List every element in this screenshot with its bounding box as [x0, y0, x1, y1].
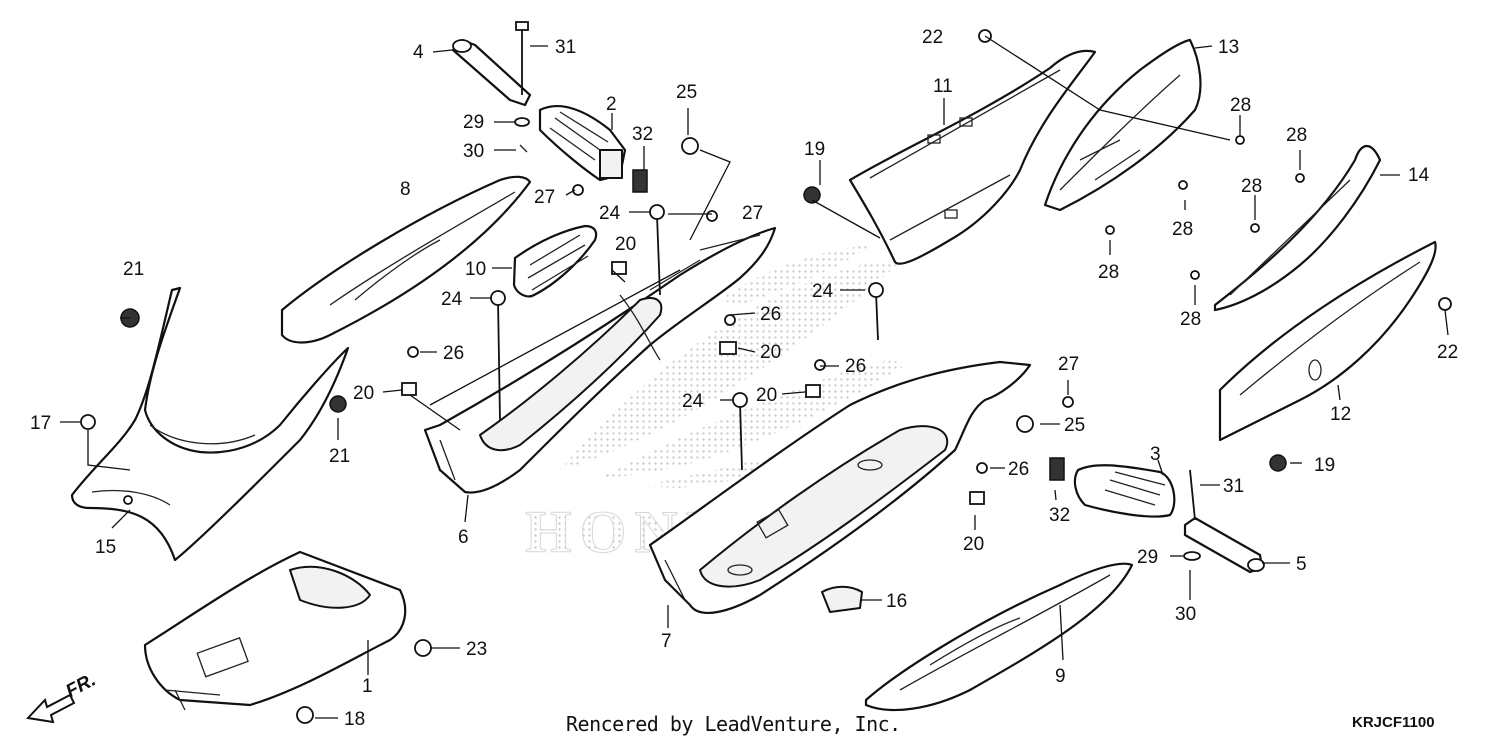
credit-text: Rencered by LeadVenture, Inc. — [566, 712, 901, 736]
callout-18: 18 — [344, 709, 365, 730]
callout-8: 8 — [400, 179, 411, 200]
callout-25-top: 25 — [676, 82, 697, 103]
callout-28-f: 28 — [1180, 309, 1201, 330]
callout-23: 23 — [466, 639, 487, 660]
callout-31-top: 31 — [555, 37, 576, 58]
callout-26-d: 26 — [1008, 459, 1029, 480]
callout-6: 6 — [458, 527, 469, 548]
callout-20-c: 20 — [353, 383, 374, 404]
callout-1: 1 — [362, 676, 373, 697]
callout-22-a: 22 — [922, 27, 943, 48]
part-13-inner-panel — [1043, 38, 1202, 212]
callout-26-a: 26 — [760, 304, 781, 325]
callout-24-b: 24 — [441, 289, 463, 310]
callout-28-b: 28 — [1286, 125, 1307, 146]
callout-16: 16 — [886, 591, 907, 612]
callout-21-a: 21 — [123, 259, 144, 280]
callout-labels: 4 31 2 29 30 25 32 27 8 24 27 20 10 24 2… — [30, 27, 1458, 730]
callout-19-b: 19 — [1314, 455, 1335, 476]
callout-28-e: 28 — [1098, 262, 1119, 283]
callout-13: 13 — [1218, 37, 1239, 58]
callout-4: 4 — [413, 42, 424, 63]
callout-20-d: 20 — [756, 385, 777, 406]
callout-7: 7 — [661, 631, 672, 652]
part-11-inner-cover — [848, 49, 1097, 265]
callout-9: 9 — [1055, 666, 1066, 687]
part-3-step-pad — [1073, 464, 1176, 518]
callout-11: 11 — [933, 76, 953, 97]
callout-29-top: 29 — [463, 112, 484, 133]
callout-17: 17 — [30, 413, 51, 434]
callout-32-b: 32 — [1049, 505, 1070, 526]
part-6-floor-center — [423, 226, 777, 494]
callout-10: 10 — [465, 259, 486, 280]
callout-19-a: 19 — [804, 139, 825, 160]
callout-26-b: 26 — [443, 343, 464, 364]
callout-15: 15 — [95, 537, 116, 558]
callout-28-c: 28 — [1241, 176, 1262, 197]
part-12-side-cover — [1218, 240, 1437, 442]
leader-lines — [60, 35, 1449, 719]
callout-27-a: 27 — [534, 187, 555, 208]
callout-27-c: 27 — [1058, 354, 1079, 375]
callout-28-a: 28 — [1230, 95, 1251, 116]
part-8-side-strip — [280, 175, 532, 344]
callout-25-b: 25 — [1064, 415, 1085, 436]
callout-24-a: 24 — [599, 203, 621, 224]
callout-29-b: 29 — [1137, 547, 1158, 568]
fasteners — [80, 29, 1452, 724]
part-1-under-cover — [143, 550, 407, 711]
callout-30-top: 30 — [463, 141, 484, 162]
callout-30-b: 30 — [1175, 604, 1196, 625]
callout-2: 2 — [606, 94, 617, 115]
part-16-cap — [821, 585, 863, 613]
callout-22-b: 22 — [1437, 342, 1458, 363]
part-7-main-floor — [648, 360, 1032, 614]
part-10-grille — [512, 224, 598, 298]
callout-24-d: 24 — [682, 391, 704, 412]
callout-5: 5 — [1296, 554, 1307, 575]
callout-27-b: 27 — [742, 203, 763, 224]
part-2-step-pad — [538, 105, 627, 182]
callout-28-d: 28 — [1172, 219, 1193, 240]
part-14-side-rail — [1213, 145, 1382, 312]
front-direction-arrow: FR. — [25, 670, 99, 724]
callout-12: 12 — [1330, 404, 1351, 425]
part-9-lower-strip — [864, 562, 1134, 712]
callout-26-c: 26 — [845, 356, 866, 377]
callout-31-b: 31 — [1223, 476, 1244, 497]
callout-14: 14 — [1408, 165, 1430, 186]
callout-21-b: 21 — [329, 446, 350, 467]
callout-20-b: 20 — [760, 342, 781, 363]
diagram-code: KRJCF1100 — [1352, 714, 1435, 731]
callout-20-e: 20 — [963, 534, 984, 555]
callout-32-top: 32 — [632, 124, 653, 145]
part-4-step-bar — [451, 21, 532, 153]
callout-20-a: 20 — [615, 234, 636, 255]
callout-3: 3 — [1150, 444, 1161, 465]
callout-24-c: 24 — [812, 281, 834, 302]
part-5-step-bar — [1183, 469, 1265, 574]
